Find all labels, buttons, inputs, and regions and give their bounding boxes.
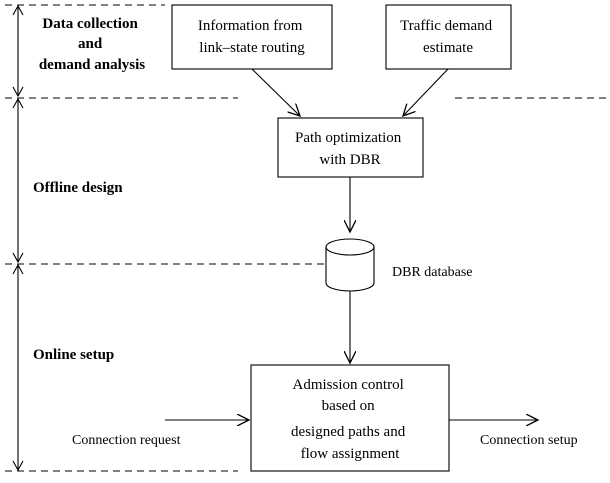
phase-axis (12, 4, 24, 472)
dbr-database-cylinder (325, 238, 375, 292)
connection-request-label: Connection request (72, 433, 181, 448)
box-link-state-routing: Information from link–state routing (171, 4, 333, 70)
svg-text:Path optimization with D: Path optimization with DBR (295, 130, 405, 168)
svg-text:Traffic demand estimate: Traffic demand estimate (400, 18, 496, 56)
arrow-traffic-to-optimization (403, 68, 449, 116)
box-path-optimization: Path optimization with DBR (277, 117, 424, 178)
arrows (165, 68, 538, 420)
arrow-link-state-to-optimization (251, 68, 300, 116)
phase-label-online-setup: Online setup (33, 347, 114, 363)
box-traffic-demand: Traffic demand estimate (385, 4, 512, 70)
connection-setup-label: Connection setup (480, 433, 578, 448)
phase-label-offline-design: Offline design (33, 180, 123, 196)
svg-text:Admission control based: Admission control based on designed path… (291, 377, 409, 462)
box-admission-control: Admission control based on designed path… (250, 364, 450, 472)
phase-label-data-collection: Data collection and demand analysis (39, 16, 145, 73)
svg-text:Information from link–st: Information from link–state routing (198, 18, 306, 56)
phase-separators (5, 4, 606, 472)
dbr-database-label: DBR database (392, 265, 472, 280)
